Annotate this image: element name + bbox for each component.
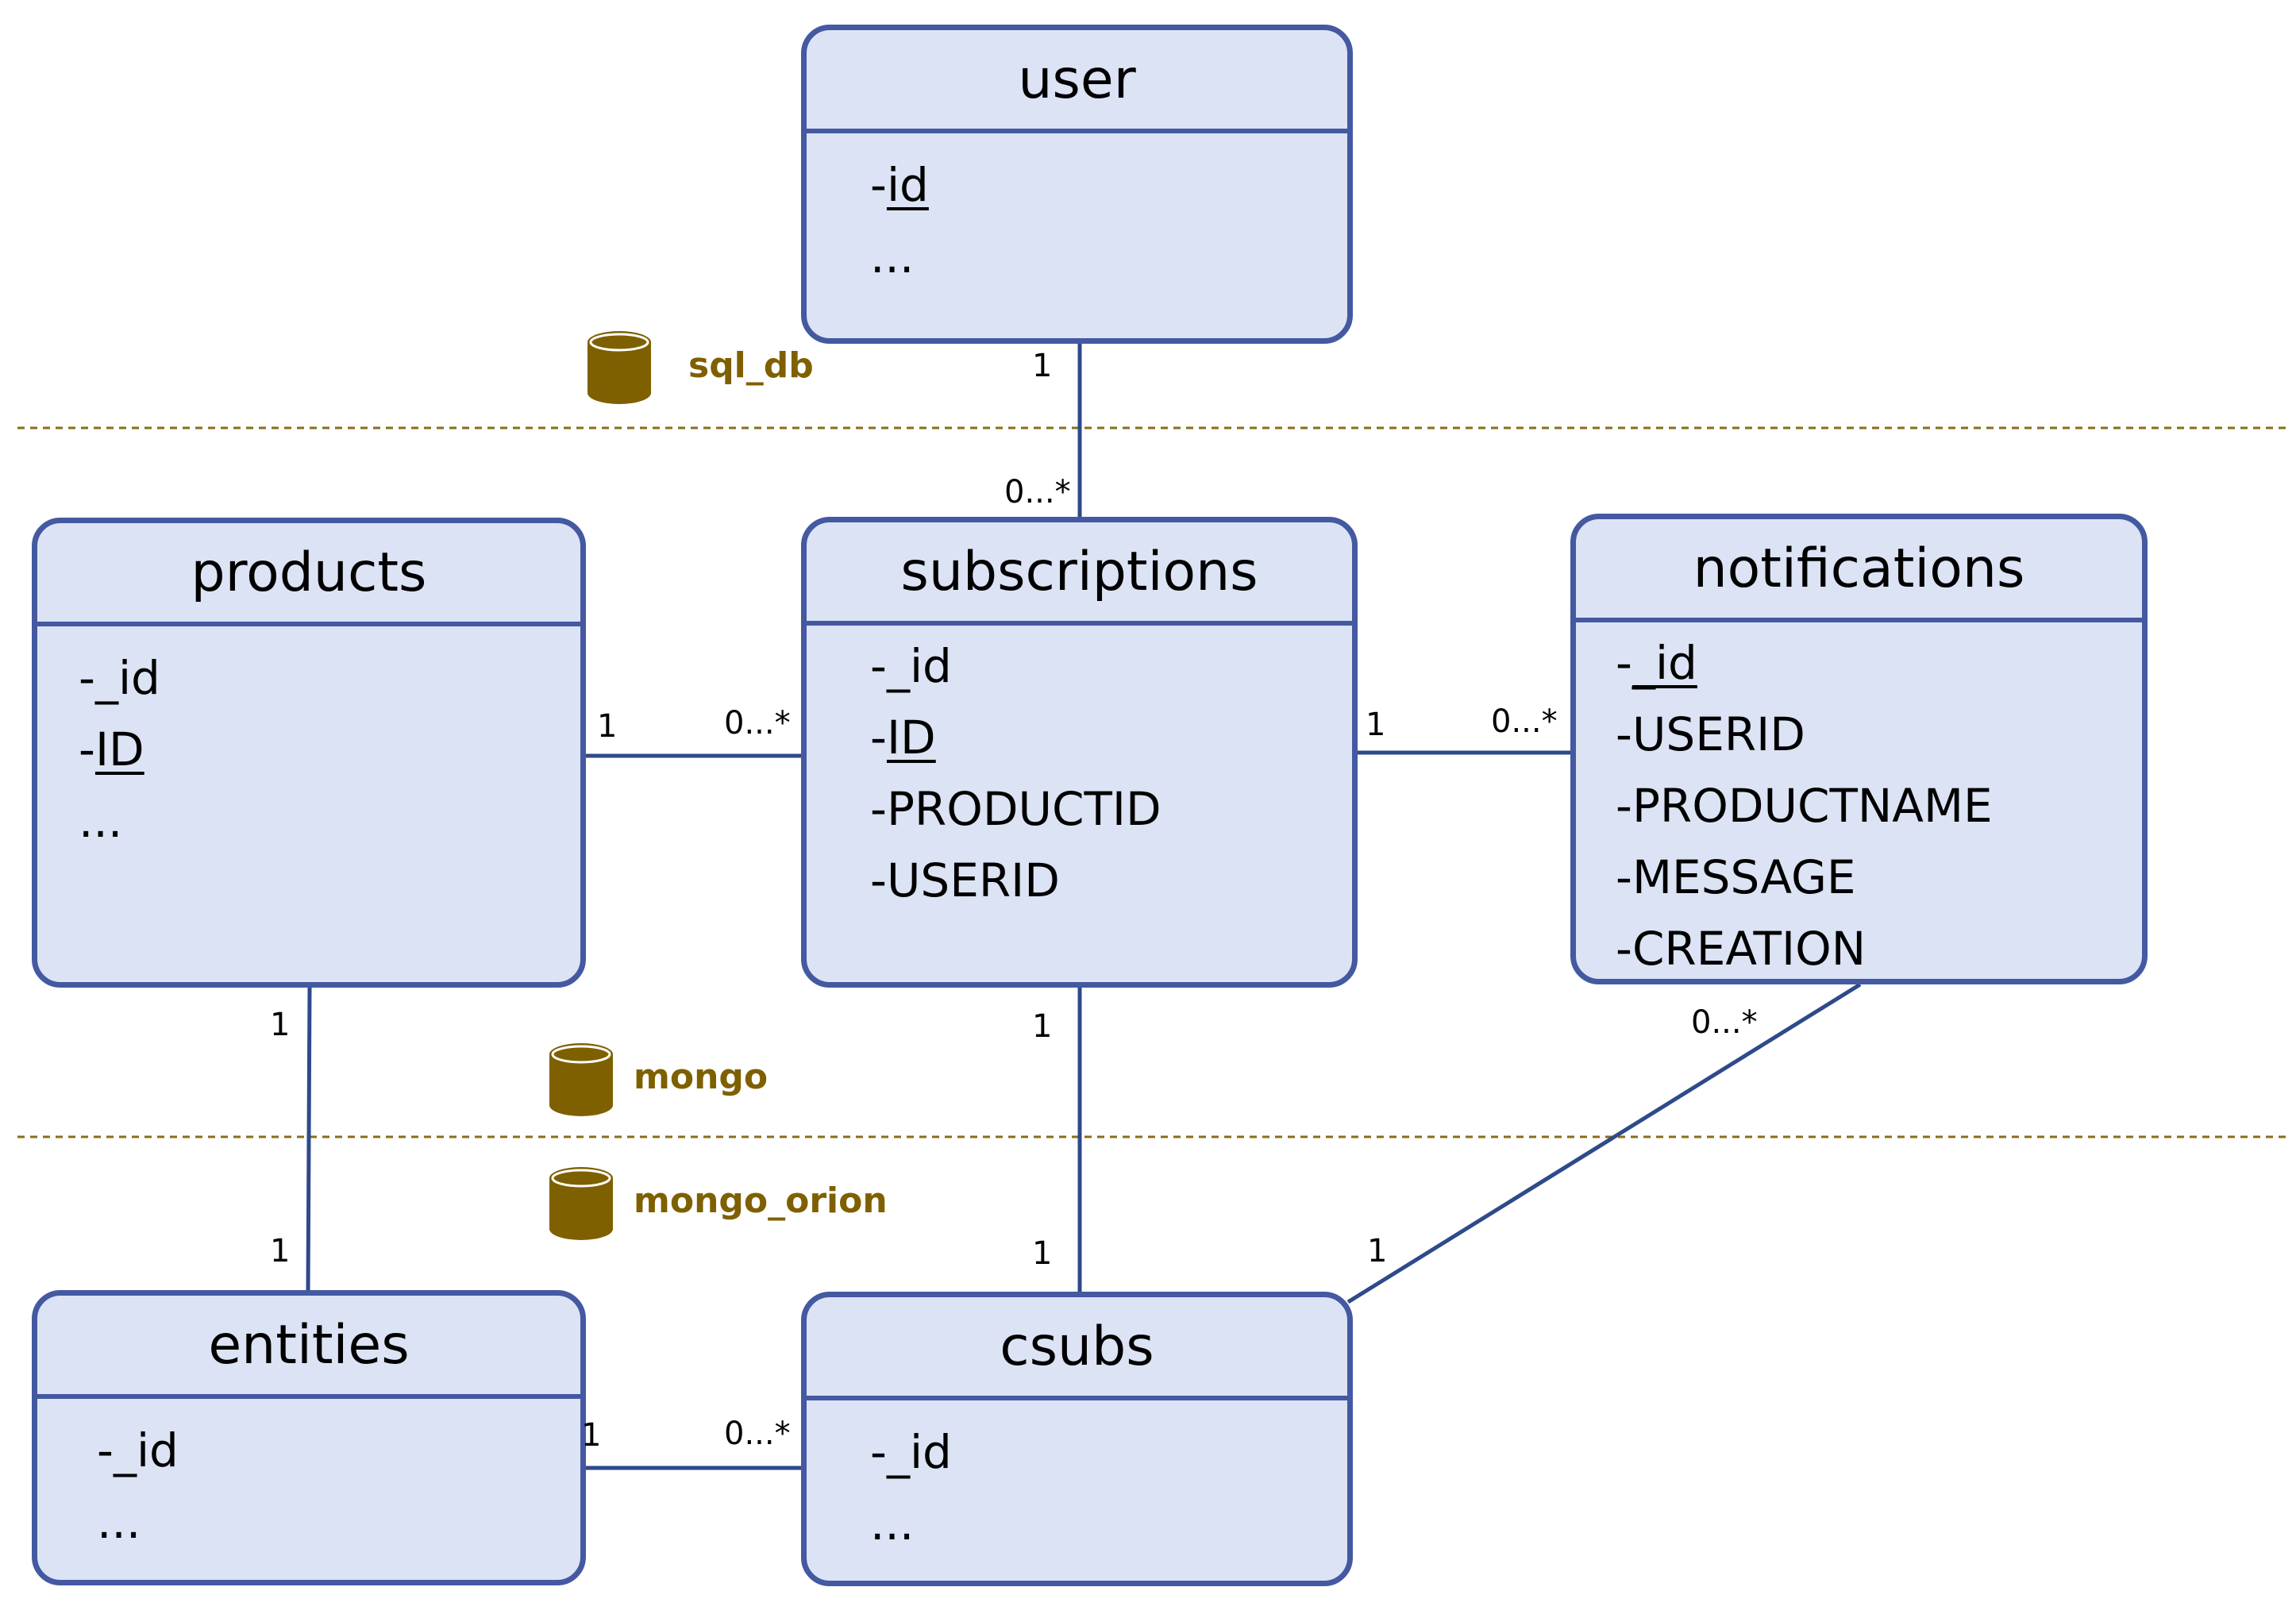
field-prefix: - bbox=[79, 651, 95, 705]
entity-title: products bbox=[37, 523, 580, 626]
entity-products[interactable]: products -_id-ID... bbox=[32, 518, 586, 988]
field-name: MESSAGE bbox=[1631, 850, 1856, 904]
entity-field: -PRODUCTNAME bbox=[1616, 770, 2142, 842]
entity-field: -id bbox=[870, 149, 1347, 221]
field-name: ... bbox=[97, 1495, 141, 1549]
field-name: CREATION bbox=[1631, 922, 1866, 976]
entity-notifications[interactable]: notifications -_id-USERID-PRODUCTNAME-ME… bbox=[1570, 514, 2148, 984]
cardinality-label: 1 bbox=[1367, 1233, 1388, 1269]
cardinality-label: 1 bbox=[1032, 1235, 1053, 1272]
database-cylinder-icon bbox=[549, 1043, 613, 1116]
entity-title: entities bbox=[37, 1296, 580, 1399]
entity-field: -ID bbox=[870, 702, 1352, 773]
entity-fields: -_id... bbox=[807, 1400, 1347, 1559]
field-name: ... bbox=[870, 229, 915, 283]
entity-fields: -_id... bbox=[37, 1399, 580, 1558]
cardinality-label: 0...* bbox=[724, 1416, 791, 1452]
entity-fields: -_id-USERID-PRODUCTNAME-MESSAGE-CREATION bbox=[1576, 622, 2142, 979]
database-cylinder-icon bbox=[587, 331, 651, 404]
field-prefix: - bbox=[870, 1425, 887, 1479]
field-name: PRODUCTNAME bbox=[1631, 779, 1993, 833]
cardinality-label: 0...* bbox=[1491, 703, 1558, 740]
entity-field: -_id bbox=[97, 1415, 580, 1486]
entity-entities[interactable]: entities -_id... bbox=[32, 1290, 586, 1585]
entity-user[interactable]: user -id... bbox=[801, 25, 1353, 344]
cardinality-label: 1 bbox=[597, 708, 618, 745]
cardinality-label: 1 bbox=[1032, 348, 1053, 384]
cardinality-label: 1 bbox=[1366, 707, 1386, 743]
entity-subscriptions[interactable]: subscriptions -_id-ID-PRODUCTID-USERID bbox=[801, 517, 1358, 988]
field-name: ... bbox=[870, 1497, 915, 1550]
entity-field: -PRODUCTID bbox=[870, 773, 1352, 845]
database-label: mongo_orion bbox=[634, 1181, 888, 1221]
entity-title: notifications bbox=[1576, 519, 2142, 622]
cardinality-label: 0...* bbox=[724, 705, 791, 742]
field-prefix: - bbox=[1616, 850, 1632, 904]
field-name: _id bbox=[94, 651, 160, 705]
field-prefix: - bbox=[1616, 636, 1632, 690]
relation-line-products-entities bbox=[306, 987, 312, 1293]
field-prefix: - bbox=[870, 639, 887, 693]
field-name: _id bbox=[1631, 636, 1697, 690]
field-prefix: - bbox=[870, 853, 887, 907]
entity-title: subscriptions bbox=[807, 522, 1352, 626]
entity-fields: -id... bbox=[807, 133, 1347, 292]
field-name: USERID bbox=[1631, 707, 1805, 761]
entity-field: ... bbox=[870, 221, 1347, 292]
entity-field: ... bbox=[870, 1488, 1347, 1559]
field-prefix: - bbox=[79, 722, 95, 776]
field-name: id bbox=[886, 158, 929, 212]
database-label-sql-db: sql_db bbox=[671, 345, 814, 386]
cardinality-label: 1 bbox=[270, 1233, 291, 1269]
field-name: ... bbox=[79, 794, 123, 848]
entity-field: ... bbox=[97, 1486, 580, 1558]
field-name: _id bbox=[113, 1423, 179, 1477]
cardinality-label: 1 bbox=[581, 1417, 602, 1454]
entity-field: -_id bbox=[870, 1416, 1347, 1488]
field-name: _id bbox=[886, 639, 952, 693]
cardinality-label: 0...* bbox=[1004, 474, 1071, 510]
field-name: ID bbox=[886, 711, 936, 765]
entity-field: -USERID bbox=[870, 845, 1352, 916]
entity-field: -_id bbox=[870, 630, 1352, 702]
database-label: mongo bbox=[634, 1057, 769, 1097]
database-cylinder-icon bbox=[549, 1167, 613, 1240]
database-label-mongo: mongo bbox=[616, 1057, 768, 1097]
cardinality-label: 1 bbox=[270, 1007, 291, 1043]
entity-field: -_id bbox=[79, 642, 580, 714]
field-prefix: - bbox=[97, 1423, 114, 1477]
entity-csubs[interactable]: csubs -_id... bbox=[801, 1292, 1353, 1586]
field-name: _id bbox=[886, 1425, 952, 1479]
entity-field: -ID bbox=[79, 714, 580, 785]
field-prefix: - bbox=[1616, 707, 1632, 761]
field-prefix: - bbox=[1616, 779, 1632, 833]
entity-field: -USERID bbox=[1616, 699, 2142, 770]
entity-title: user bbox=[807, 30, 1347, 133]
entity-field: -_id bbox=[1616, 627, 2142, 699]
entity-fields: -_id-ID-PRODUCTID-USERID bbox=[807, 626, 1352, 916]
entity-field: -MESSAGE bbox=[1616, 842, 2142, 913]
field-prefix: - bbox=[1616, 922, 1632, 976]
field-prefix: - bbox=[870, 711, 887, 765]
relation-line-notifications-csubs bbox=[1346, 982, 1862, 1304]
field-name: ID bbox=[94, 722, 144, 776]
cardinality-label: 1 bbox=[1032, 1008, 1053, 1045]
field-name: USERID bbox=[886, 853, 1060, 907]
entity-title: csubs bbox=[807, 1297, 1347, 1400]
entity-field: ... bbox=[79, 785, 580, 857]
database-label-mongo-orion: mongo_orion bbox=[616, 1181, 888, 1221]
entity-field: -CREATION bbox=[1616, 913, 2142, 979]
field-name: PRODUCTID bbox=[886, 782, 1161, 836]
field-prefix: - bbox=[870, 158, 887, 212]
cardinality-label: 0...* bbox=[1691, 1004, 1758, 1041]
entity-fields: -_id-ID... bbox=[37, 626, 580, 857]
field-prefix: - bbox=[870, 782, 887, 836]
database-label: sql_db bbox=[688, 345, 814, 386]
